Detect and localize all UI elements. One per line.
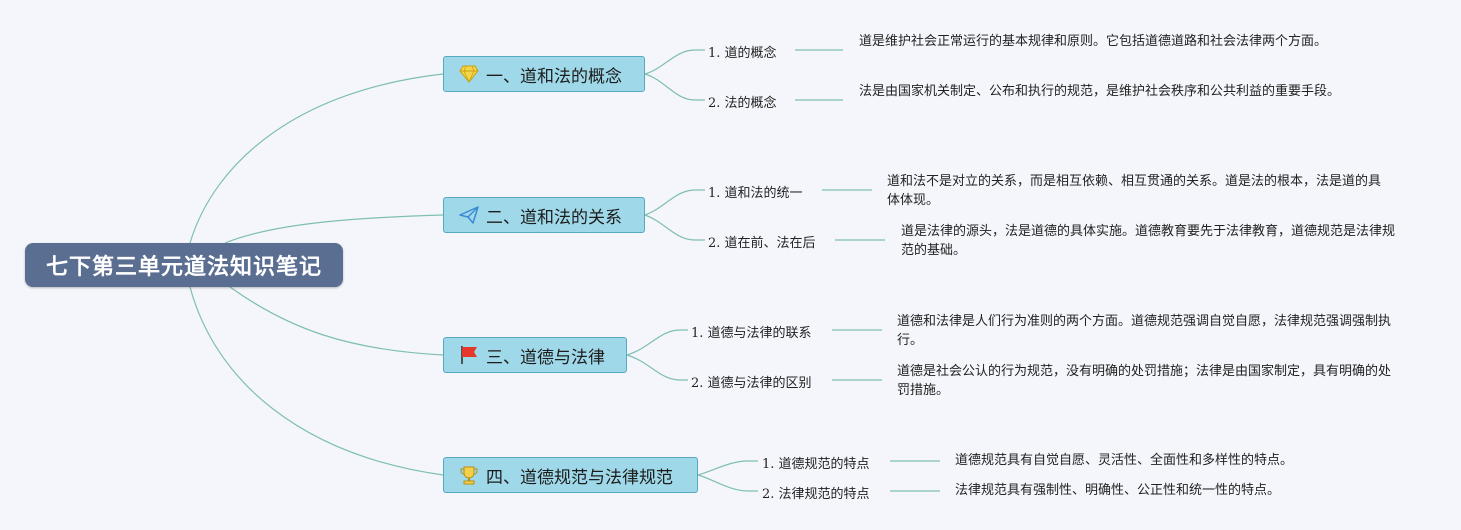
- sub-3-2[interactable]: 2. 道德与法律的区别: [691, 376, 812, 391]
- topic-1-branch-1: [644, 49, 705, 75]
- root-to-topic-3-connector: [229, 286, 444, 356]
- topic-3-branch-2: [626, 354, 688, 381]
- topic-4-label: 四、道德规范与法律规范: [486, 467, 673, 488]
- leaf-3-2[interactable]: 道德是社会公认的行为规范，没有明确的处罚措施；法律是由国家制定，具有明确的处罚措…: [897, 364, 1392, 398]
- topic-2-branch-2: [644, 214, 705, 241]
- topic-2[interactable]: 二、道和法的关系: [443, 197, 645, 233]
- topic-2-branch-1: [644, 189, 705, 216]
- leaf-1-2[interactable]: 法是由国家机关制定、公布和执行的规范，是维护社会秩序和公共利益的重要手段。: [859, 84, 1341, 99]
- topic-4-branch-2: [697, 474, 758, 492]
- leaf-2-2[interactable]: 道是法律的源头，法是道德的具体实施。道德教育要先于法律教育，道德规范是法律规范的…: [901, 224, 1396, 258]
- leaf-4-2[interactable]: 法律规范具有强制性、明确性、公正性和统一性的特点。: [955, 483, 1281, 498]
- root-to-topic-1-connector: [189, 73, 444, 244]
- root-title: 七下第三单元道法知识笔记: [45, 255, 322, 280]
- leaf-2-1[interactable]: 道和法不是对立的关系，而是相互依赖、相互贯通的关系。道是法的根本，法是道的具体体…: [887, 174, 1382, 208]
- topic-1-label: 一、道和法的概念: [486, 66, 622, 87]
- leaf-3-1[interactable]: 道德和法律是人们行为准则的两个方面。道德规范强调自觉自愿，法律规范强调强制执行。: [897, 314, 1392, 348]
- topic-3-label: 三、道德与法律: [486, 347, 605, 368]
- topic-3[interactable]: 三、道德与法律: [443, 337, 627, 373]
- leaf-4-1[interactable]: 道德规范具有自觉自愿、灵活性、全面性和多样性的特点。: [955, 453, 1294, 468]
- topic-2-label: 二、道和法的关系: [486, 207, 622, 228]
- root-to-topic-4-connector: [189, 286, 444, 476]
- trophy-icon: [458, 464, 480, 486]
- root-to-topic-2-connector: [224, 214, 444, 244]
- root-topic[interactable]: 七下第三单元道法知识笔记: [25, 243, 343, 287]
- sub-1-1[interactable]: 1. 道的概念: [708, 46, 777, 61]
- sub-1-2[interactable]: 2. 法的概念: [708, 96, 777, 111]
- sub-3-1[interactable]: 1. 道德与法律的联系: [691, 326, 812, 341]
- leaf-1-1[interactable]: 道是维护社会正常运行的基本规律和原则。它包括道德道路和社会法律两个方面。: [859, 34, 1328, 49]
- topic-4[interactable]: 四、道德规范与法律规范: [443, 457, 698, 493]
- red-flag-icon: [458, 344, 480, 366]
- topic-3-branch-1: [626, 329, 688, 356]
- sub-2-2[interactable]: 2. 道在前、法在后: [708, 236, 816, 251]
- topic-4-branch-1: [697, 460, 758, 476]
- sub-4-1[interactable]: 1. 道德规范的特点: [762, 457, 870, 472]
- topic-1[interactable]: 一、道和法的概念: [443, 56, 645, 92]
- topic-1-branch-2: [644, 73, 705, 101]
- sub-2-1[interactable]: 1. 道和法的统一: [708, 186, 803, 201]
- paper-plane-icon: [458, 204, 480, 226]
- diamond-icon: [458, 63, 480, 85]
- sub-4-2[interactable]: 2. 法律规范的特点: [762, 487, 870, 502]
